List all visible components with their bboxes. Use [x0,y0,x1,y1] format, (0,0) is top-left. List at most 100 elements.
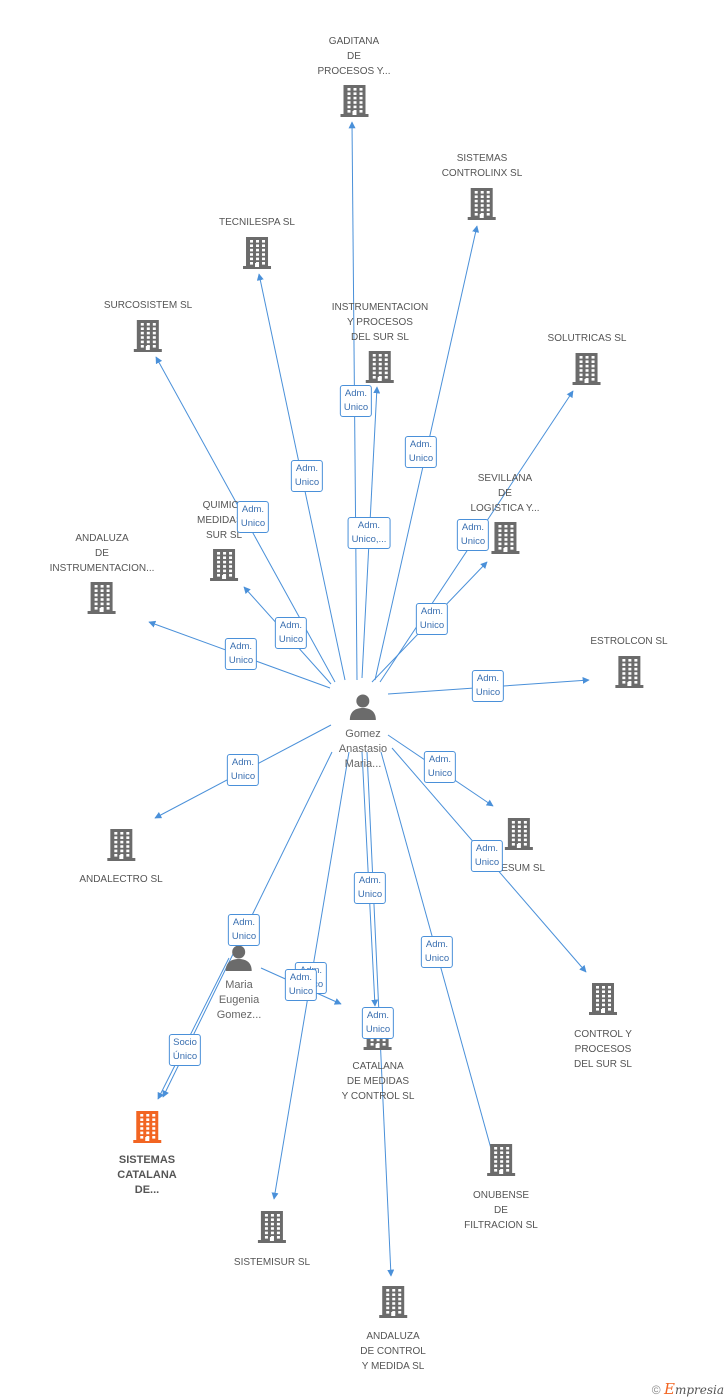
building-icon[interactable] [318,84,391,123]
edge-label-e15[interactable]: Adm.Unico [420,936,454,968]
company-label-line: FILTRACION SL [464,1220,538,1231]
building-icon[interactable] [50,581,155,620]
building-icon[interactable] [234,1210,310,1249]
edge-label-e1[interactable]: Adm.Unico [339,385,373,417]
edge-label-e20[interactable]: Adm. Unico [361,1007,395,1039]
edge-label-e17[interactable]: Adm.Unico [227,914,261,946]
company-node-c3[interactable]: TECNILESPA SL [219,215,295,275]
edge-label-e7[interactable]: Adm.Unico [415,603,449,635]
edge-label-e4[interactable]: Adm. Unico [236,501,270,533]
company-label-line: MEDIDAS... [197,515,251,526]
company-label[interactable]: SOLUTRICAS SL [548,331,627,346]
company-label[interactable]: ...ESUM SL [493,861,545,876]
brand-logo-text: mpresia [674,1383,724,1397]
company-label[interactable]: ANDALECTRO SL [79,872,162,887]
edge-label-e6[interactable]: Adm.Unico [456,519,490,551]
edge-label-e12[interactable]: Adm.Unico [423,751,457,783]
edge-label-e2[interactable]: Adm.Unico [404,436,438,468]
person-icon[interactable] [217,943,262,978]
building-icon[interactable] [590,655,667,694]
company-label[interactable]: TECNILESPA SL [219,215,295,230]
person-label-line: Maria... [344,758,382,770]
company-label-line: DE MEDIDAS [346,1076,410,1087]
edge-label-e5[interactable]: Adm.Unico,... [347,517,391,549]
building-icon[interactable] [117,1110,176,1149]
person-icon[interactable] [339,692,387,727]
edge-label-e11[interactable]: Adm.Unico [226,754,260,786]
building-icon[interactable] [548,352,627,391]
edge-label-line: Adm. [289,972,313,983]
edge-label-line: Adm. [295,463,319,474]
company-label[interactable]: ESTROLCON SL [590,634,667,649]
building-icon[interactable] [470,521,539,560]
building-icon[interactable] [219,236,295,275]
building-icon[interactable] [574,982,632,1021]
building-icon[interactable] [79,828,162,867]
edge-label-line: Unico [365,1024,391,1035]
building-icon[interactable] [197,548,251,587]
company-label[interactable]: SISTEMISUR SL [234,1255,310,1270]
company-label-line: QUIMICA [202,500,246,511]
company-node-c4[interactable]: SURCOSISTEM SL [104,298,192,358]
company-label-line: ...ESUM SL [492,863,546,874]
building-icon[interactable] [360,1285,426,1324]
edge-label-e3[interactable]: Adm.Unico [290,460,324,492]
company-node-c12[interactable]: ...ESUM SL [493,817,545,876]
edge-label-e10[interactable]: Adm.Unico [471,670,505,702]
company-label-line: CATALANA [117,1169,177,1181]
company-node-c6[interactable]: SOLUTRICAS SL [548,331,627,391]
brand-footer: © Empresia [652,1380,724,1398]
company-label-line: ANDALECTRO SL [79,874,163,885]
company-node-c11[interactable]: ANDALECTRO SL [79,828,163,887]
edge-label-e9[interactable]: Adm.Unico [224,638,258,670]
company-label-line: DE [494,1205,508,1216]
building-icon[interactable] [442,187,523,226]
edge-label-e13[interactable]: Adm.Unico [470,840,504,872]
company-label[interactable]: SURCOSISTEM SL [104,298,192,313]
edge-label-line: Adm. [366,1010,390,1021]
edge-label-line: Adm. [241,504,265,515]
company-label-line: Y PROCESOS [347,317,413,328]
edge-label-line: Unico [357,889,383,900]
edge-label-line: Unico [228,655,254,666]
company-node-c10[interactable]: ESTROLCON SL [590,634,668,694]
company-label-line: Y CONTROL SL [341,1091,415,1102]
person-label-line: Gomez [345,728,381,740]
edge-label-e8[interactable]: Adm.Unico [274,617,308,649]
building-icon[interactable] [104,319,192,358]
edge-label-line: Adm. [475,843,499,854]
edge-label-e14[interactable]: Adm.Unico [353,872,387,904]
edge-label-line: Unico [240,518,266,529]
building-icon[interactable] [493,817,545,856]
edge-label-e19[interactable]: Adm.Unico [284,969,318,1001]
company-node-c17[interactable]: SISTEMISUR SL [234,1210,310,1270]
building-icon[interactable] [464,1143,538,1182]
building-icon[interactable] [332,350,428,389]
